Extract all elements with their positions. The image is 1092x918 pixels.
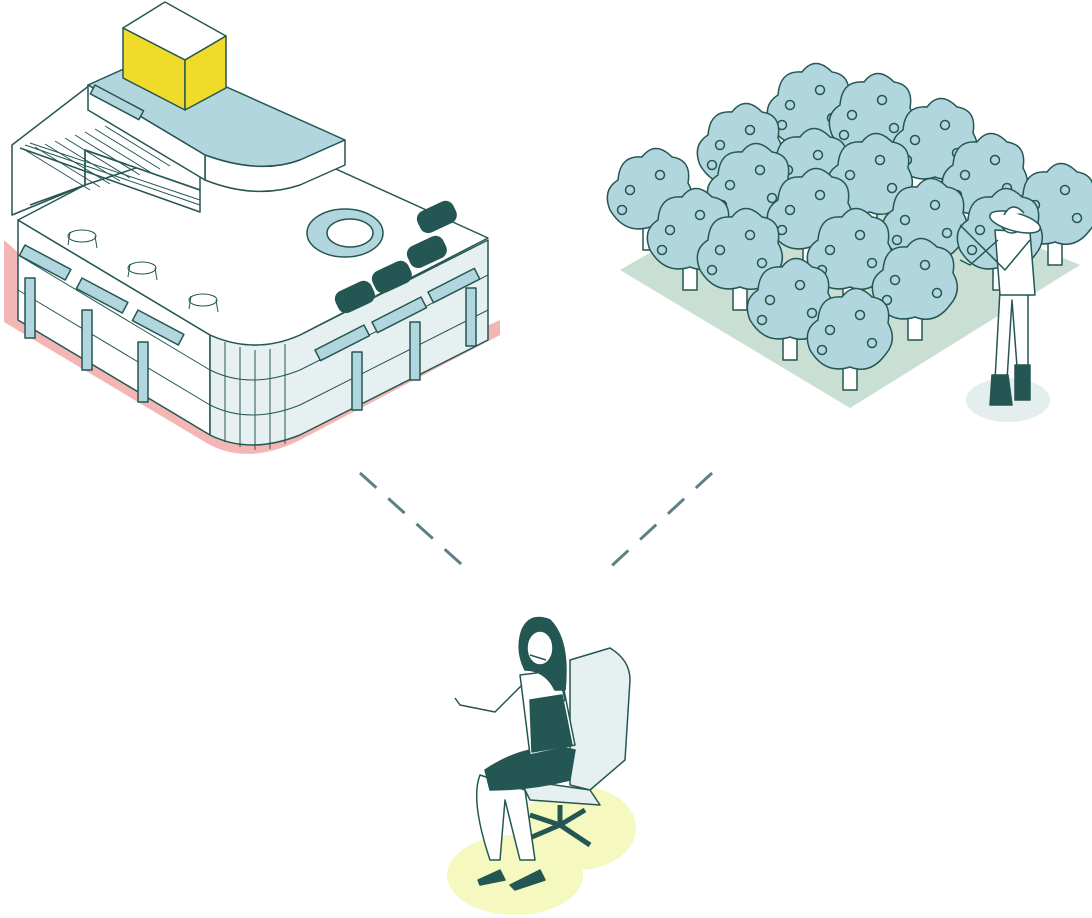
floor-shadow-front [447,835,583,915]
call-center-operator [447,616,636,915]
connector-line-mall [358,471,472,574]
connector-line-farm [603,471,714,574]
striped-ramp [19,147,201,213]
rooftop-cafe-tables [67,229,219,313]
apple-tree [746,257,834,361]
office-chair [519,647,631,848]
facade-windows [18,244,481,411]
apple-tree [881,177,969,281]
farmer-figure [959,206,1050,422]
apple-tree [806,287,894,391]
shopping-mall-building [4,1,500,454]
rooftop-yellow-box [122,1,227,111]
operator-woman [454,616,576,891]
upper-block-front [204,139,346,193]
orchard-farm [606,62,1092,422]
apple-tree [871,237,959,341]
roof-vents [334,200,457,314]
upper-window [89,84,145,121]
apple-tree [696,207,784,311]
orchard-trees [606,62,1092,391]
